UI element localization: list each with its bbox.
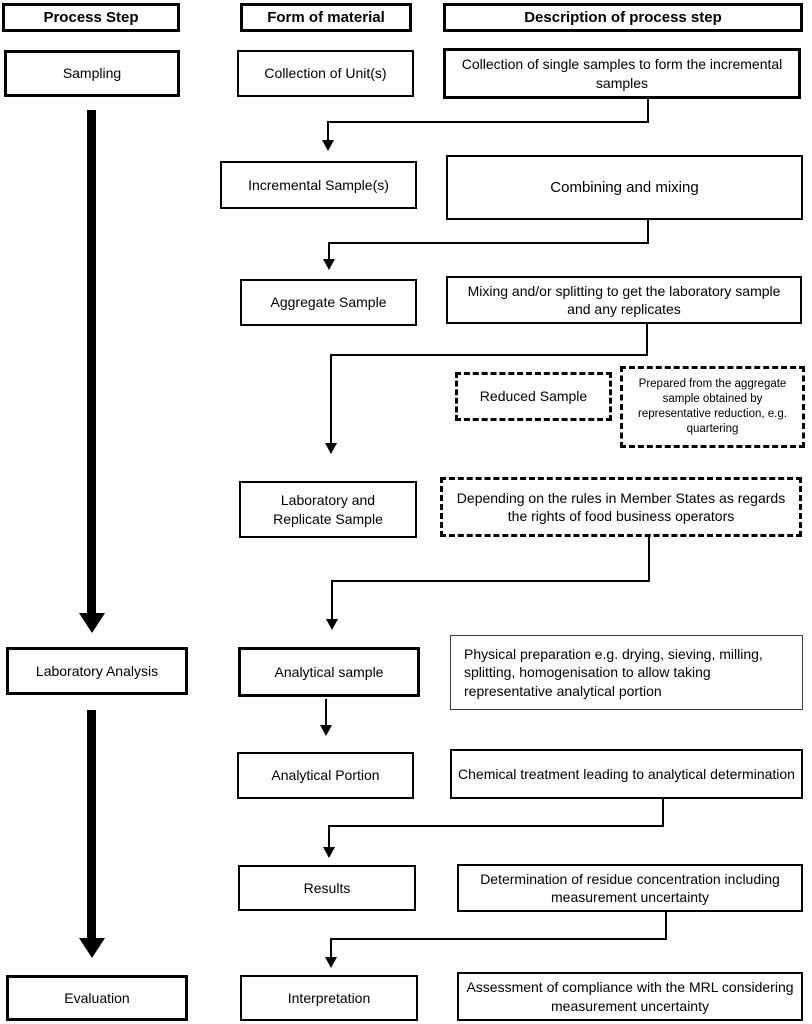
arrow-head-icon	[325, 443, 337, 454]
description-combining-mixing: Combining and mixing	[446, 155, 803, 220]
description-physical-preparation: Physical preparation e.g. drying, sievin…	[450, 635, 803, 710]
form-incremental-samples: Incremental Sample(s)	[220, 161, 417, 209]
arrow-head-icon	[322, 140, 334, 151]
description-depending-on-rules: Depending on the rules in Member States …	[440, 477, 802, 537]
process-flow-line	[87, 710, 96, 945]
connector-line	[331, 580, 650, 582]
connector-line	[330, 938, 667, 940]
arrow-head-icon	[325, 957, 337, 968]
process-flow-line	[87, 110, 96, 620]
arrow-head-icon	[79, 938, 105, 958]
connector-line	[331, 580, 333, 625]
description-mixing-splitting: Mixing and/or splitting to get the labor…	[446, 276, 802, 324]
connector-line	[330, 938, 332, 964]
form-interpretation: Interpretation	[240, 975, 418, 1021]
process-step-evaluation: Evaluation	[6, 975, 188, 1021]
connector-line	[330, 354, 648, 356]
connector-line	[330, 354, 332, 450]
connector-line	[328, 825, 330, 853]
connector-line	[328, 242, 649, 244]
connector-line	[646, 324, 648, 356]
header-description: Description of process step	[443, 3, 803, 32]
description-chemical-treatment: Chemical treatment leading to analytical…	[450, 749, 803, 799]
connector-line	[662, 799, 664, 827]
connector-line	[665, 912, 667, 940]
form-collection-of-units: Collection of Unit(s)	[237, 50, 414, 97]
form-laboratory-replicate-sample: Laboratory and Replicate Sample	[239, 481, 417, 538]
description-collection-single-samples: Collection of single samples to form the…	[443, 48, 801, 99]
connector-line	[647, 220, 649, 244]
form-analytical-sample: Analytical sample	[238, 647, 420, 697]
header-form-of-material: Form of material	[240, 3, 412, 32]
connector-line	[327, 121, 329, 147]
connector-line	[327, 121, 649, 123]
arrow-head-icon	[323, 847, 335, 858]
arrow-head-icon	[320, 725, 332, 736]
connector-line	[328, 825, 664, 827]
connector-line	[648, 537, 650, 582]
connector-line	[647, 99, 649, 123]
form-results: Results	[238, 865, 416, 911]
arrow-head-icon	[323, 259, 335, 270]
arrow-head-icon	[79, 613, 105, 633]
description-prepared-from-aggregate: Prepared from the aggregate sample obtai…	[620, 366, 805, 448]
connector-line	[325, 699, 327, 731]
arrow-head-icon	[326, 619, 338, 630]
header-process-step: Process Step	[2, 3, 180, 32]
form-reduced-sample: Reduced Sample	[455, 372, 612, 421]
description-determination-residue: Determination of residue concentration i…	[457, 864, 803, 912]
form-analytical-portion: Analytical Portion	[237, 752, 414, 799]
description-assessment-compliance: Assessment of compliance with the MRL co…	[457, 972, 803, 1021]
process-step-laboratory-analysis: Laboratory Analysis	[6, 647, 188, 695]
connector-line	[328, 242, 330, 266]
process-step-sampling: Sampling	[4, 50, 180, 97]
form-aggregate-sample: Aggregate Sample	[240, 279, 417, 326]
